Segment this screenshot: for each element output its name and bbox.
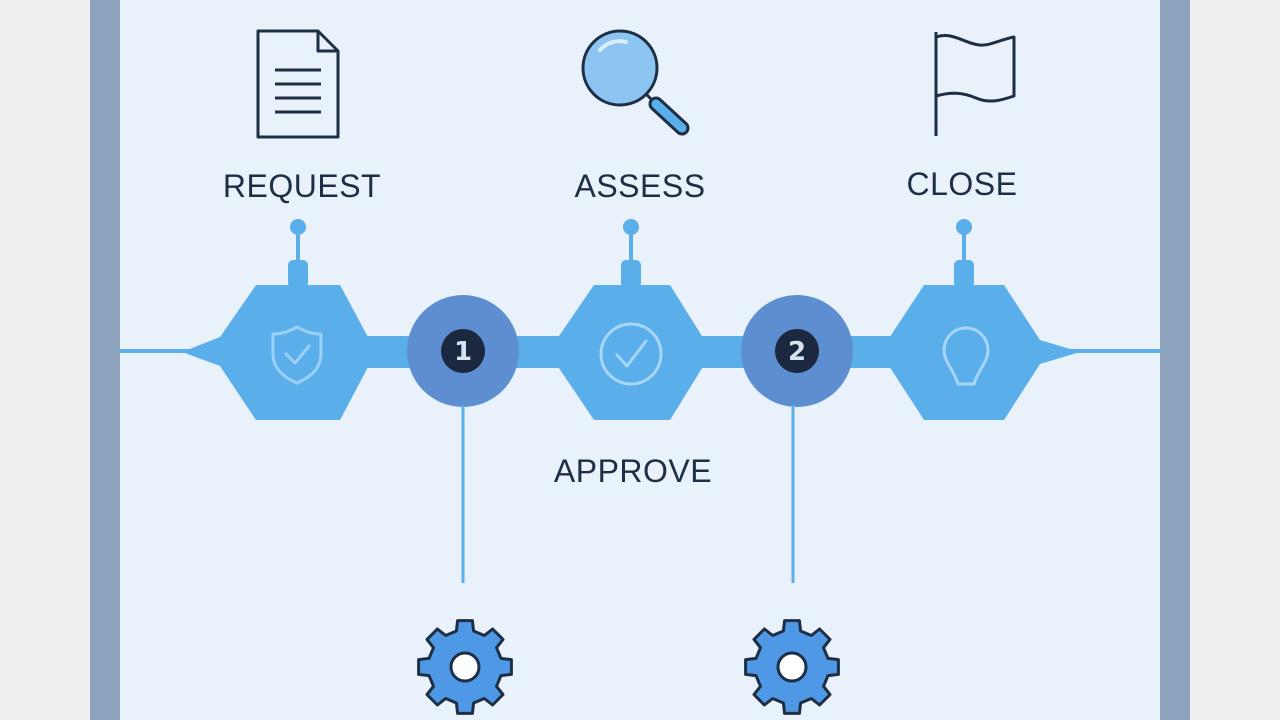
gear-icon xyxy=(744,619,840,715)
step-badge-1 xyxy=(441,329,485,373)
gear-icon xyxy=(417,619,513,715)
hexagon-close xyxy=(880,285,1080,420)
hexagon-assess xyxy=(548,285,712,420)
step-number-1: 1 xyxy=(454,337,472,367)
gear-hole xyxy=(449,651,481,683)
check-circle-icon xyxy=(599,322,663,386)
pin-close xyxy=(954,219,974,288)
right-frame-bar xyxy=(1160,0,1190,720)
step-badge-2 xyxy=(775,329,819,373)
flag-icon xyxy=(934,32,1016,136)
stage-label-approve: APPROVE xyxy=(554,453,712,489)
stage-label-request: REQUEST xyxy=(223,168,381,204)
stage-label-assess: ASSESS xyxy=(574,168,705,204)
left-frame-bar xyxy=(90,0,120,720)
shield-check-icon xyxy=(271,325,323,385)
gear-hole xyxy=(776,651,808,683)
pin-request xyxy=(288,219,308,288)
pin-assess xyxy=(621,219,641,288)
lightbulb-icon xyxy=(942,326,990,386)
hexagon-request xyxy=(182,285,376,420)
magnifier-icon xyxy=(581,29,690,136)
document-icon xyxy=(256,29,340,139)
step-number-2: 2 xyxy=(788,337,806,367)
stage-label-close: CLOSE xyxy=(907,166,1018,202)
